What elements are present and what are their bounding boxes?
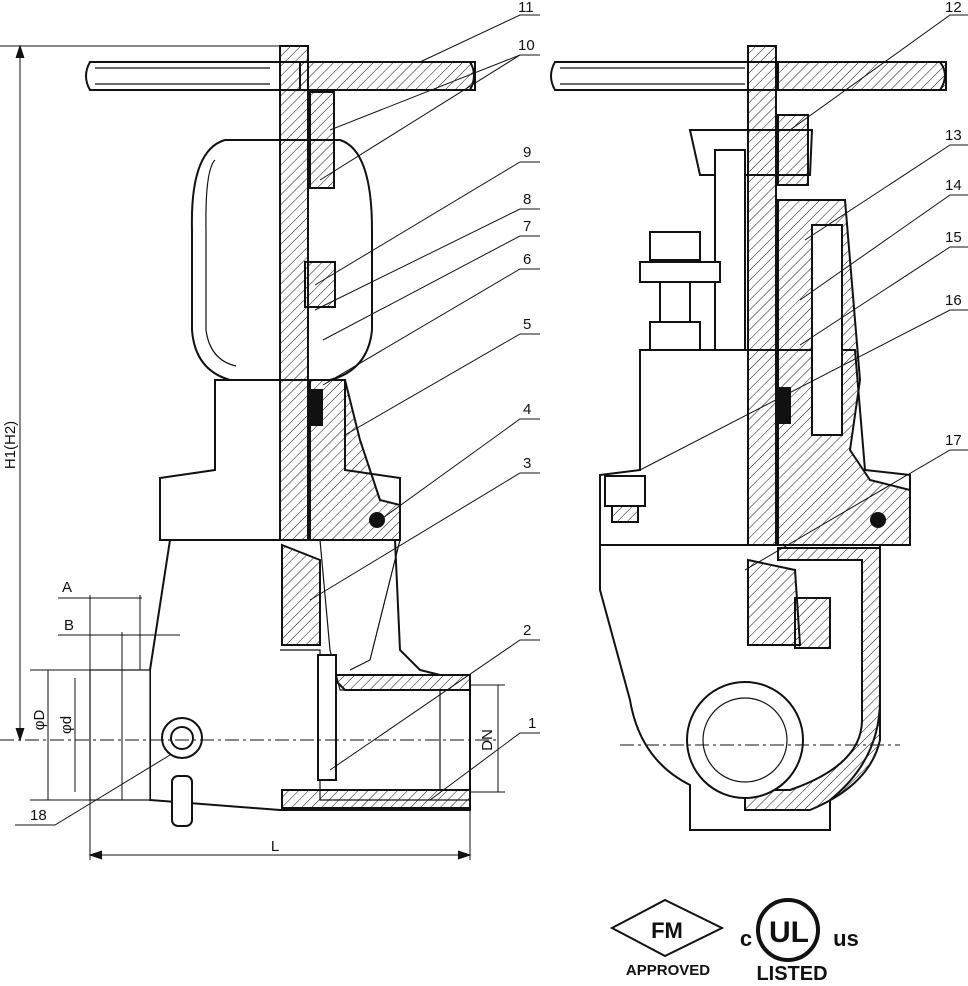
dim-length-label: L: [271, 838, 279, 855]
callout-4: 4: [523, 401, 531, 418]
fm-caption: APPROVED: [626, 962, 710, 979]
callout-5: 5: [523, 316, 531, 333]
ul-mark: UL: [769, 916, 809, 949]
callout-6: 6: [523, 251, 531, 268]
callout-17: 17: [945, 432, 962, 449]
fm-mark: FM: [651, 918, 683, 943]
dim-inner-dia-label: φd: [58, 716, 75, 734]
callout-leaders: [15, 14, 968, 826]
ul-us: us: [833, 926, 859, 951]
callout-3: 3: [523, 455, 531, 472]
callout-13: 13: [945, 127, 962, 144]
dim-outer-dia-label: φD: [31, 710, 48, 731]
callout-2: 2: [523, 622, 531, 639]
right-section-view: [550, 45, 947, 831]
callout-11: 11: [518, 0, 534, 16]
callout-16: 16: [945, 292, 962, 309]
dimensions: [0, 44, 505, 860]
callout-9: 9: [523, 144, 531, 161]
dim-height-label: H1(H2): [2, 421, 19, 469]
left-section-view: [0, 45, 500, 827]
dim-a-label: A: [62, 579, 72, 596]
ul-listed-logo: c UL us LISTED: [740, 898, 859, 985]
callout-12: 12: [945, 0, 962, 16]
left-wedge: [281, 543, 321, 646]
callout-7: 7: [523, 218, 531, 235]
ul-c: c: [740, 926, 752, 951]
dim-b-label: B: [64, 617, 74, 634]
callout-10: 10: [518, 37, 535, 54]
callout-1: 1: [528, 715, 536, 732]
ul-caption: LISTED: [756, 963, 827, 985]
right-wedge: [747, 558, 802, 646]
dim-nominal-label: DN: [479, 729, 496, 751]
callout-18: 18: [30, 807, 47, 824]
callout-14: 14: [945, 177, 962, 194]
callout-15: 15: [945, 229, 962, 246]
callout-8: 8: [523, 191, 531, 208]
fm-approved-logo: FM APPROVED: [609, 898, 725, 979]
